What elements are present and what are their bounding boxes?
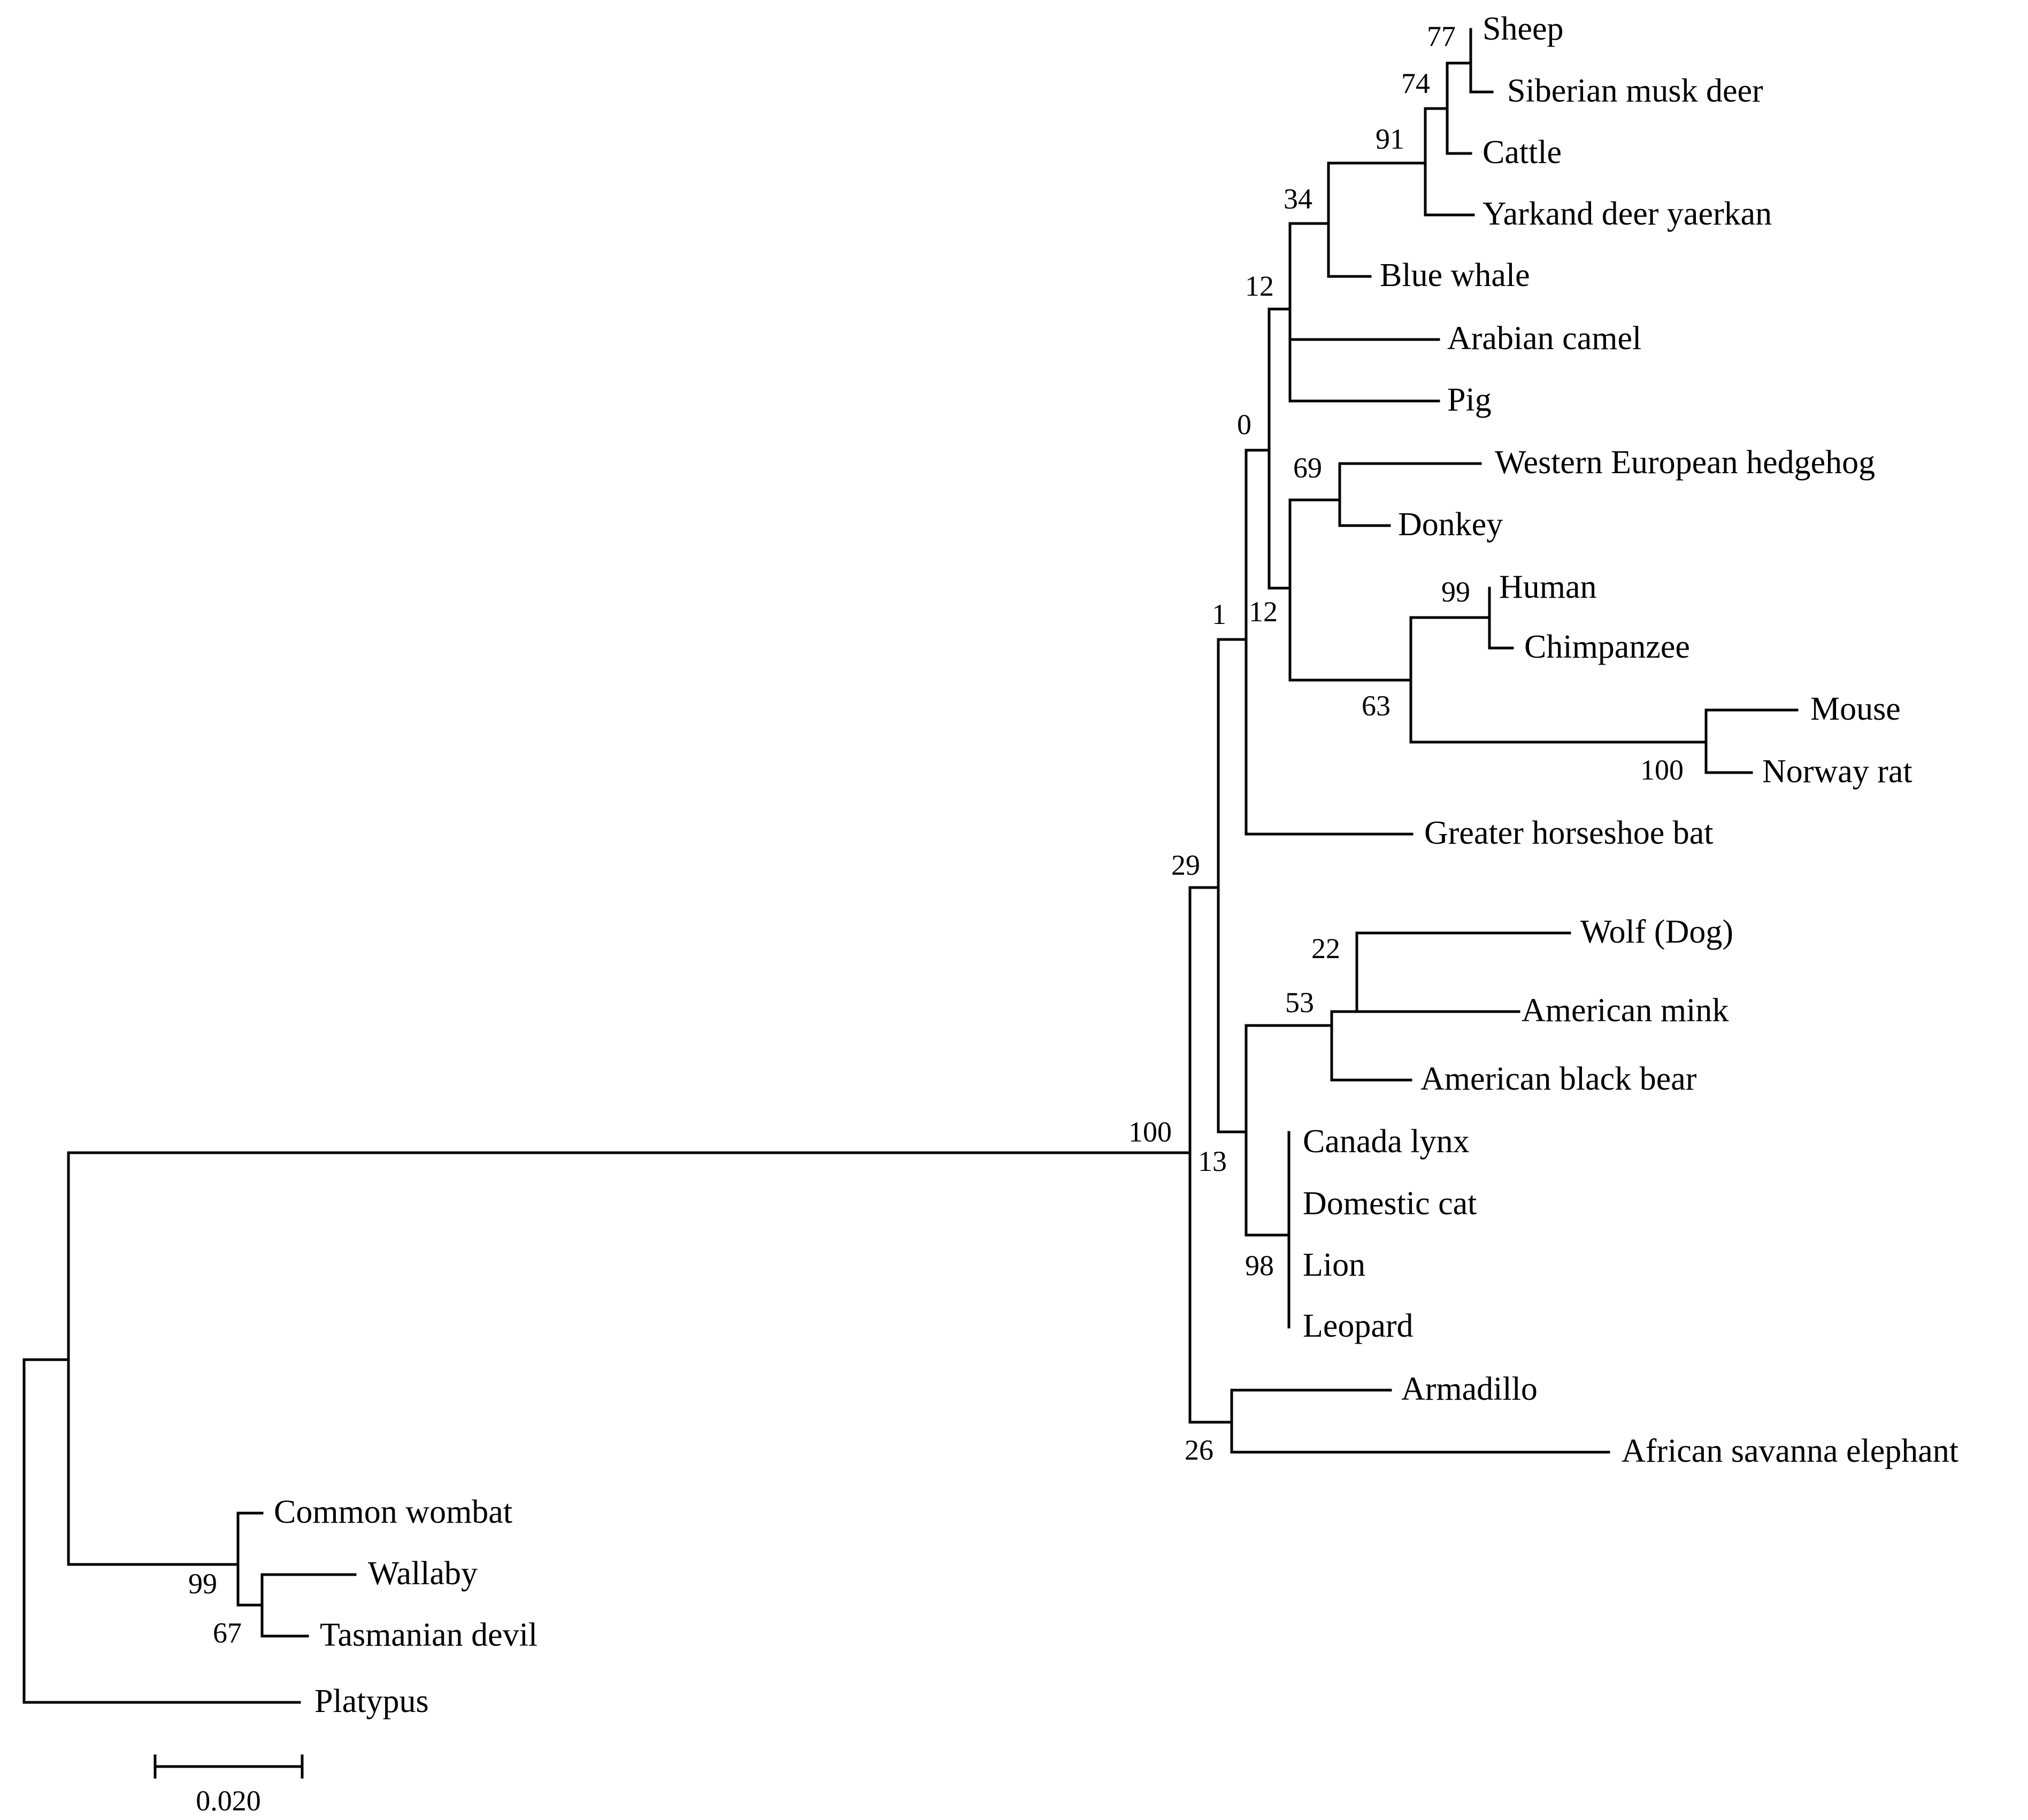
support-value: 12: [1249, 596, 1278, 628]
taxon-label-american-mink: American mink: [1522, 992, 1729, 1029]
taxon-label-domestic-cat: Domestic cat: [1303, 1185, 1477, 1222]
support-values: 77 74 91 34 12 0 69 99 1 12 63 100 29 22…: [188, 20, 1684, 1649]
taxon-label-sheep: Sheep: [1482, 11, 1564, 47]
taxon-label-norway-rat: Norway rat: [1762, 753, 1912, 790]
taxon-label-wolf: Wolf (Dog): [1580, 914, 1733, 950]
support-value: 69: [1293, 452, 1322, 484]
support-value: 0: [1237, 408, 1251, 441]
support-value: 29: [1171, 849, 1200, 881]
support-value: 34: [1284, 183, 1312, 215]
tree-branches: [22, 28, 1799, 1704]
taxon-label-human: Human: [1499, 569, 1597, 605]
taxon-label-lion: Lion: [1303, 1247, 1365, 1283]
taxon-label-canada-lynx: Canada lynx: [1303, 1123, 1470, 1160]
taxon-label-elephant: African savanna elephant: [1622, 1433, 1958, 1469]
taxon-label-mouse: Mouse: [1810, 691, 1901, 727]
scale-bar: 0.020: [153, 1754, 304, 1817]
taxon-label-wallaby: Wallaby: [368, 1555, 478, 1592]
taxon-label-cattle: Cattle: [1482, 134, 1562, 171]
taxon-label-siberian-musk-deer: Siberian musk deer: [1507, 73, 1763, 109]
taxon-label-armadillo: Armadillo: [1401, 1371, 1538, 1407]
support-value: 22: [1311, 932, 1340, 965]
taxon-label-horseshoe-bat: Greater horseshoe bat: [1424, 815, 1714, 851]
support-value: 13: [1198, 1145, 1227, 1177]
taxon-label-pig: Pig: [1447, 382, 1492, 418]
taxon-label-donkey: Donkey: [1398, 506, 1503, 543]
support-value: 77: [1427, 20, 1456, 52]
taxon-label-black-bear: American black bear: [1420, 1061, 1697, 1097]
support-value: 67: [213, 1617, 242, 1649]
scale-bar-label: 0.020: [196, 1785, 261, 1817]
support-value: 98: [1245, 1250, 1274, 1282]
taxon-label-tasmanian-devil: Tasmanian devil: [320, 1617, 537, 1653]
support-value: 99: [1441, 576, 1470, 608]
taxon-label-chimpanzee: Chimpanzee: [1524, 629, 1690, 665]
taxon-labels: Sheep Siberian musk deer Cattle Yarkand …: [274, 11, 1958, 1719]
taxon-label-leopard: Leopard: [1303, 1308, 1414, 1344]
taxon-label-hedgehog: Western European hedgehog: [1495, 444, 1875, 481]
taxon-label-platypus: Platypus: [314, 1683, 429, 1719]
support-value: 1: [1212, 598, 1226, 630]
taxon-label-arabian-camel: Arabian camel: [1447, 320, 1641, 357]
support-value: 74: [1401, 67, 1430, 99]
taxon-label-blue-whale: Blue whale: [1380, 257, 1530, 294]
support-value: 91: [1376, 123, 1404, 155]
support-value: 99: [188, 1568, 217, 1600]
support-value: 100: [1128, 1116, 1172, 1148]
taxon-label-yarkand-deer: Yarkand deer yaerkan: [1482, 196, 1772, 232]
support-value: 26: [1185, 1434, 1213, 1466]
support-value: 63: [1362, 690, 1391, 722]
support-value: 53: [1285, 986, 1314, 1019]
support-value: 12: [1245, 270, 1274, 302]
support-value: 100: [1640, 754, 1684, 786]
taxon-label-common-wombat: Common wombat: [274, 1494, 512, 1530]
